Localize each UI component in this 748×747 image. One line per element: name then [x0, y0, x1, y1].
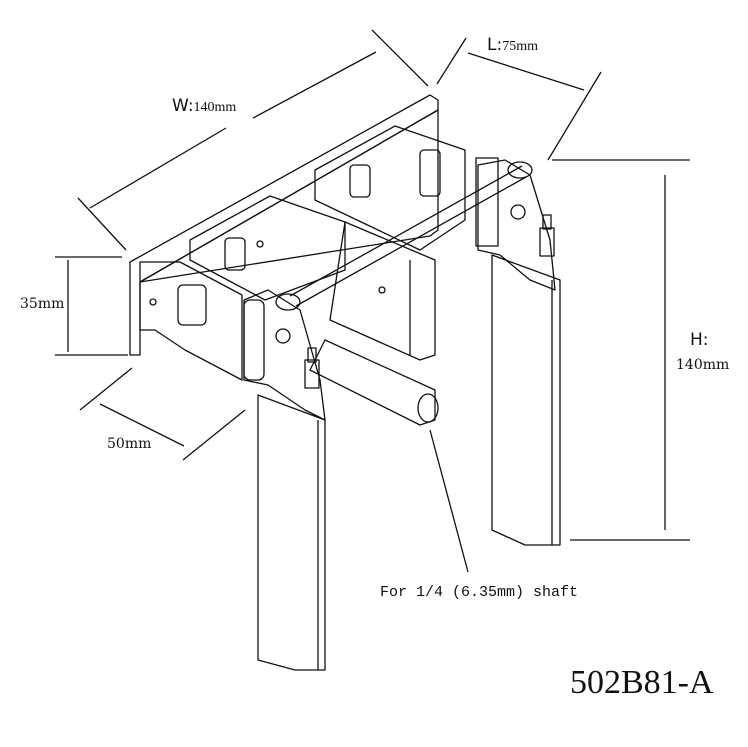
- bracket-depth-label: 50mm: [107, 436, 152, 452]
- tie-bar: [275, 161, 533, 426]
- width-dimension-label: W:140mm: [172, 96, 236, 116]
- dimension-lines: [55, 29, 690, 573]
- width-value: 140mm: [193, 100, 237, 115]
- left-rudder: [243, 289, 326, 671]
- shaft-note: For 1/4 (6.35mm) shaft: [380, 584, 579, 601]
- height-value: 140mm: [676, 357, 730, 373]
- right-rudder: [475, 157, 561, 546]
- bracket-height-label: 35mm: [20, 296, 65, 312]
- width-key: W:: [172, 96, 194, 116]
- transom-bracket: [129, 94, 466, 381]
- length-value: 75mm: [502, 39, 538, 54]
- model-code: 502B81-A: [570, 664, 714, 701]
- length-dimension-label: L:75mm: [487, 35, 538, 55]
- length-key: L:: [487, 35, 503, 55]
- height-key: H:: [690, 330, 709, 350]
